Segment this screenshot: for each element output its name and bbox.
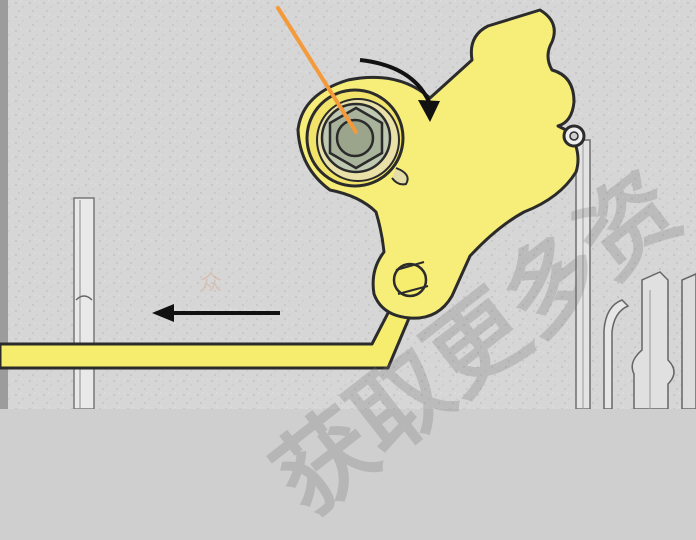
right-bracket-parts [603, 271, 696, 410]
pivot-eyelet [562, 124, 586, 148]
mechanism-diagram [0, 0, 696, 410]
left-frame-border [0, 0, 8, 409]
left-arrow [152, 304, 280, 322]
rotation-arrow [359, 58, 440, 122]
hub-assembly [305, 88, 409, 188]
watermark-small-text: 众 [200, 271, 223, 296]
pointer-line [276, 6, 358, 134]
cam-lever [296, 8, 580, 320]
rod-joint [392, 261, 429, 298]
left-vertical-rod [73, 197, 95, 410]
